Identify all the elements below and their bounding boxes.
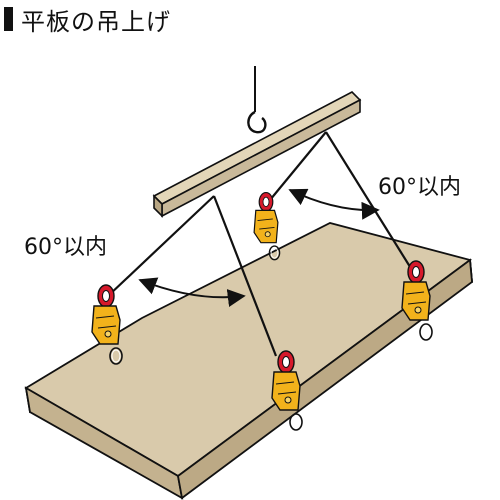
angle-label-right: 60°以内 (378, 175, 461, 200)
heading-title: 平板の吊上げ (21, 7, 171, 36)
plate-right-edge (177, 258, 473, 500)
heading-marker (4, 7, 13, 31)
angle-label-left: 60°以内 (24, 235, 107, 260)
spreader-beam (152, 91, 362, 218)
crane-hook (247, 66, 267, 134)
angle-arc-left (138, 277, 246, 307)
heading: 平板の吊上げ (4, 2, 171, 36)
angle-arc-right (288, 188, 380, 220)
